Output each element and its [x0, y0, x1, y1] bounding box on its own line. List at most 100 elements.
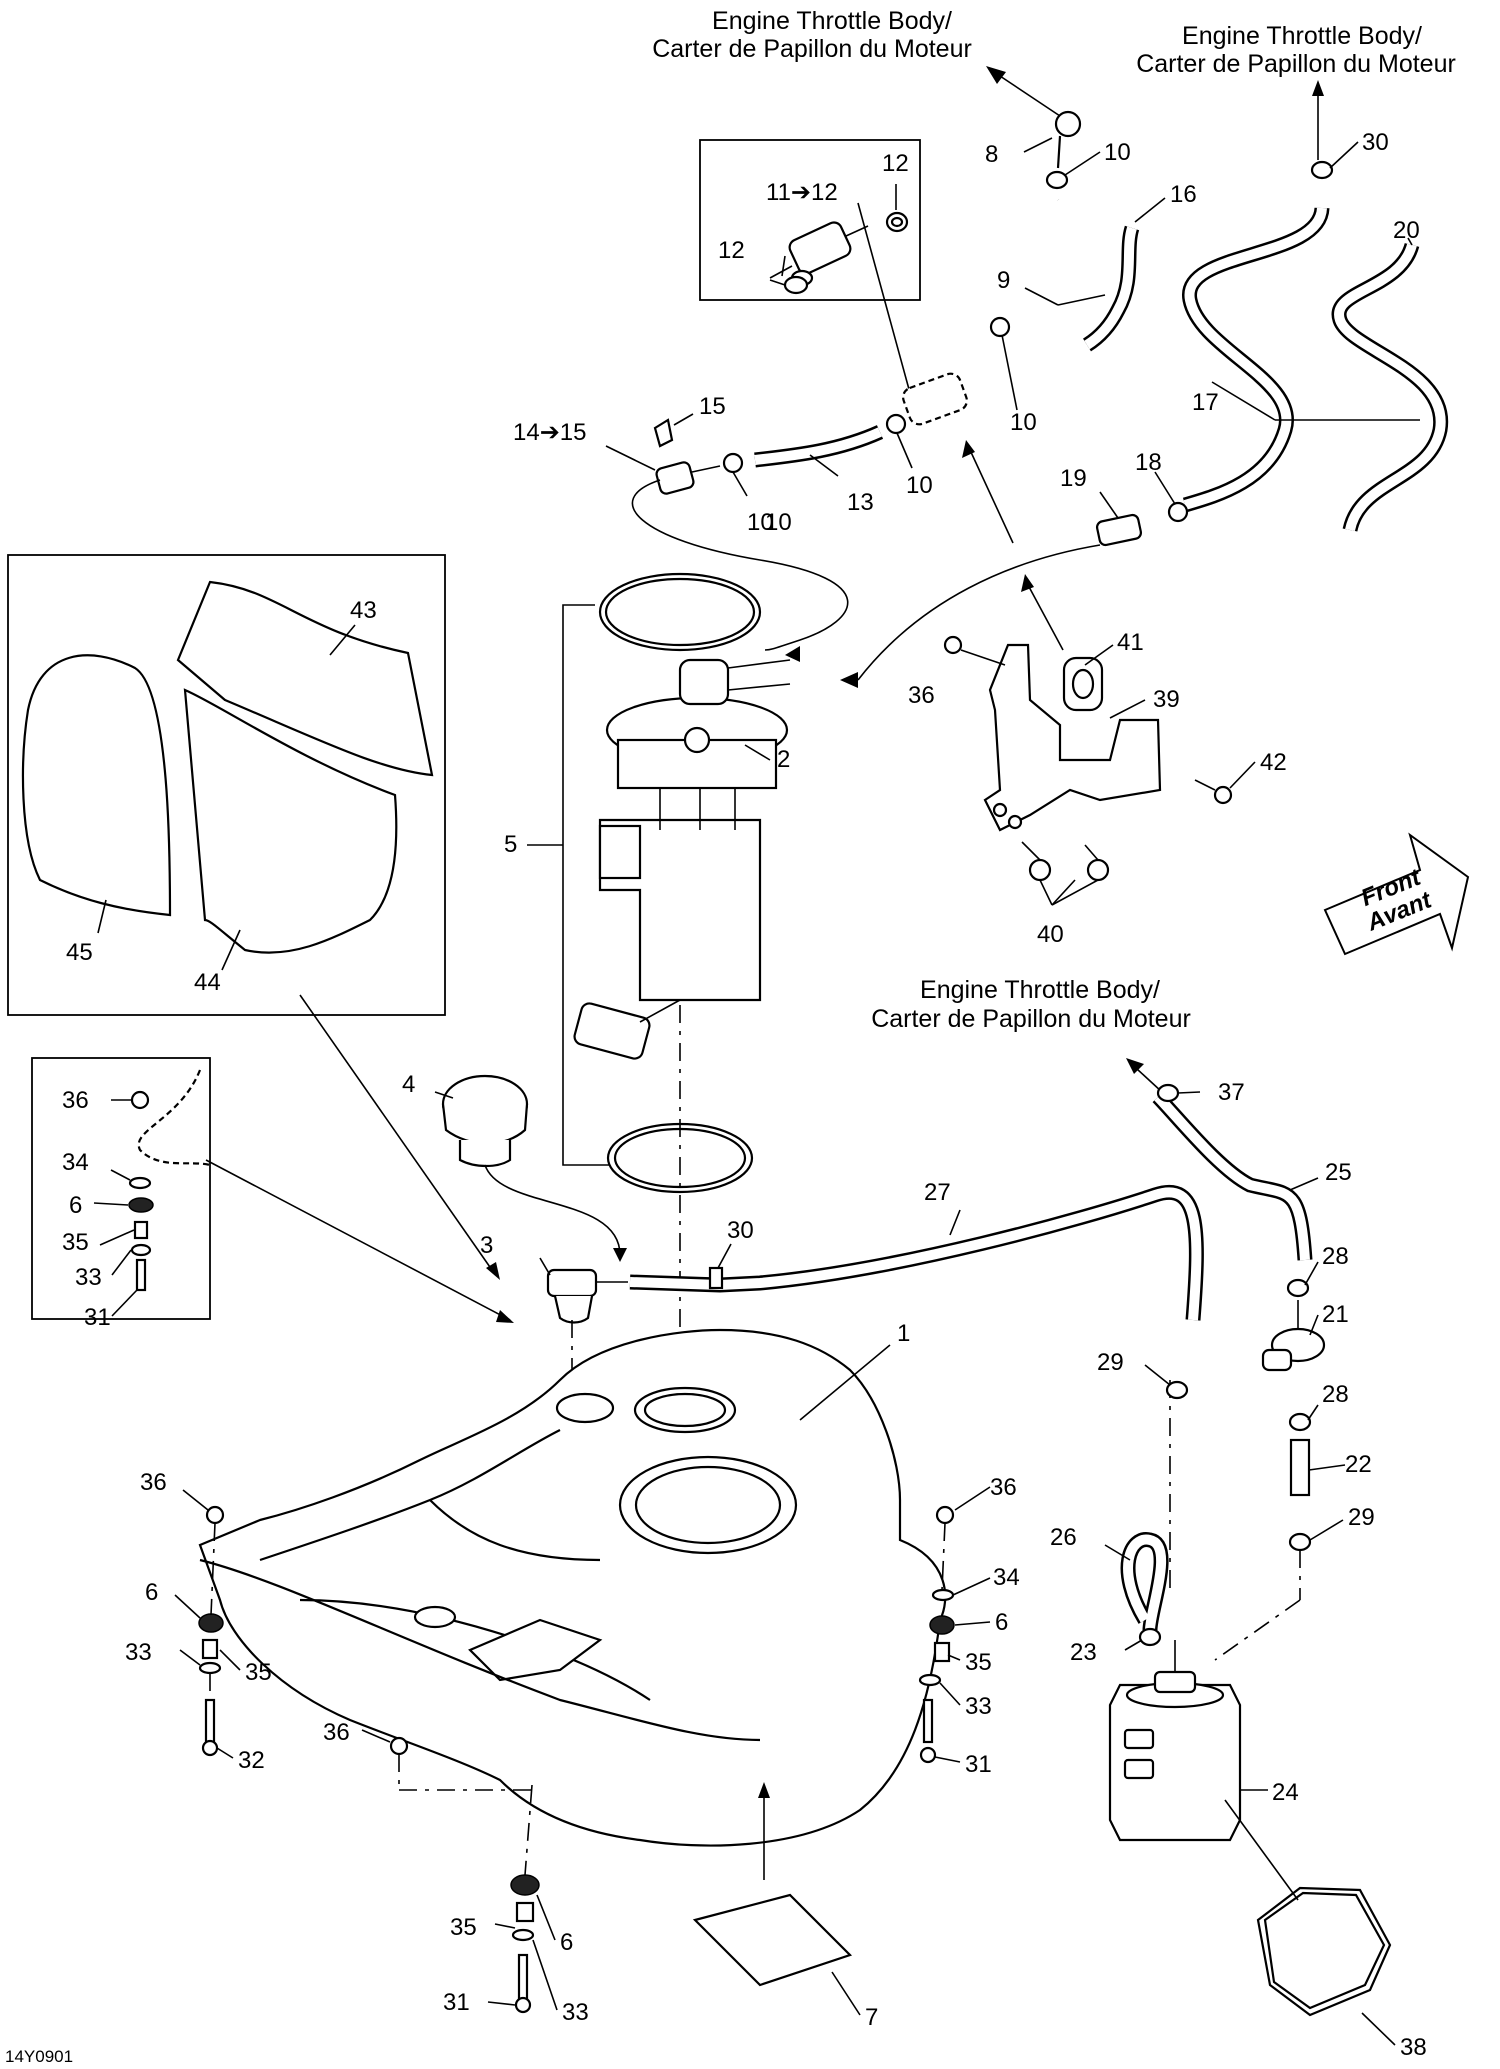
canister-gasket-38 — [1256, 1886, 1392, 2017]
callout-29: 29 — [1348, 1504, 1375, 1531]
grommet-6-right — [929, 1615, 955, 1635]
callout-15: 15 — [699, 393, 726, 420]
hose-clamp-30-mid — [708, 1266, 724, 1290]
fuel-pump-module — [573, 658, 791, 1060]
fuel-tank — [198, 1328, 947, 1847]
callout-38: 38 — [1400, 2034, 1427, 2061]
callout-24: 24 — [1272, 1779, 1299, 1806]
callout-34: 34 — [62, 1149, 89, 1176]
vent-hose-20 — [1334, 243, 1446, 532]
cap-routing-line — [484, 1164, 621, 1256]
callout-21: 21 — [1322, 1301, 1349, 1328]
callout-36: 36 — [140, 1469, 167, 1496]
callout-10: 10 — [747, 509, 774, 536]
callout-29: 29 — [1097, 1349, 1124, 1376]
quick-connector-19 — [1095, 513, 1143, 547]
destination-label-3-line1: Engine Throttle Body/ — [920, 976, 1160, 1004]
mounting-bracket-39 — [983, 643, 1162, 832]
hose-clamp-29-right — [1288, 1532, 1312, 1552]
hose-26 — [1120, 1532, 1169, 1631]
callout-41: 41 — [1117, 629, 1144, 656]
callout-36: 36 — [323, 1719, 350, 1746]
spacer-35-bottom — [515, 1901, 535, 1923]
fuel-hose-13 — [754, 427, 883, 465]
fuel-filter-installed — [902, 372, 968, 426]
bolt-31-bottom — [514, 1953, 532, 2014]
callout-36: 36 — [62, 1087, 89, 1114]
callout-25: 25 — [1325, 1159, 1352, 1186]
nut-36-bottom — [389, 1736, 409, 1756]
hose-clamp-29-left — [1165, 1380, 1189, 1400]
vent-hose-27 — [629, 1187, 1202, 1321]
bolt-40-b — [1084, 844, 1110, 882]
callout-12: 12 — [882, 150, 909, 177]
callout-35: 35 — [245, 1659, 272, 1686]
callout-12: 12 — [718, 237, 745, 264]
hose-clamp-23 — [1138, 1627, 1162, 1647]
callout-33: 33 — [562, 1999, 589, 2026]
callout-35: 35 — [450, 1914, 477, 1941]
destination-arrow-1 — [986, 66, 1064, 119]
callout-35: 35 — [62, 1229, 89, 1256]
callout-36: 36 — [908, 682, 935, 709]
callout-30: 30 — [1362, 129, 1389, 156]
callout-31: 31 — [443, 1989, 470, 2016]
callout-leaders — [93, 137, 1420, 2046]
mount-detail-inset-box — [31, 1057, 211, 1320]
callout-20: 20 — [1393, 217, 1420, 244]
callout-30: 30 — [727, 1217, 754, 1244]
bolt-32-left — [201, 1698, 219, 1757]
vent-hose-25 — [1154, 1093, 1310, 1261]
destination-label-1-line1: Engine Throttle Body/ — [712, 7, 952, 35]
drawing-code: 14Y0901 — [5, 2047, 73, 2066]
callout-6: 6 — [145, 1579, 158, 1606]
routing-line-14-to-pump — [631, 479, 849, 651]
hose-clamp-28-bottom — [1288, 1412, 1312, 1432]
callout-33: 33 — [965, 1693, 992, 1720]
fuel-filter — [769, 221, 869, 287]
filler-neck-3 — [546, 1268, 628, 1324]
callout-6: 6 — [995, 1609, 1008, 1636]
check-valve-21 — [1261, 1300, 1326, 1372]
callout-43: 43 — [350, 597, 377, 624]
callout-19: 19 — [1060, 465, 1087, 492]
quick-connector-14 — [655, 461, 721, 495]
callout-17: 17 — [1192, 389, 1219, 416]
callout-31: 31 — [965, 1751, 992, 1778]
destination-label-2-line2: Carter de Papillon du Moteur — [1136, 50, 1456, 78]
callout-22: 22 — [1345, 1451, 1372, 1478]
hose-clamp-28-top — [1286, 1278, 1310, 1298]
rubber-grommet-41 — [1062, 656, 1104, 712]
callout-7: 7 — [865, 2004, 878, 2031]
callout-44: 44 — [194, 969, 221, 996]
heat-shield-inset-box — [7, 554, 446, 1016]
washer-33-left — [198, 1661, 222, 1675]
hose-clamp-10-left — [722, 452, 744, 474]
callout-2: 2 — [777, 746, 790, 773]
callout-27: 27 — [924, 1179, 951, 1206]
heat-shield-43 — [176, 580, 434, 777]
heat-shield-44 — [183, 688, 398, 954]
callout-14-15: 14➔15 — [513, 419, 587, 446]
callout-40: 40 — [1037, 921, 1064, 948]
tank-heat-pad-7 — [692, 1893, 853, 1987]
callout-10: 10 — [1010, 409, 1037, 436]
callout-28: 28 — [1322, 1243, 1349, 1270]
bolt-31-right — [919, 1698, 937, 1764]
routing-line-lower-pump — [785, 646, 800, 662]
callout-10: 10 — [1104, 139, 1131, 166]
callout-37: 37 — [1218, 1079, 1245, 1106]
hose-clamp-10-top — [1045, 170, 1069, 190]
destination-arrow-3 — [1126, 1058, 1163, 1093]
callout-28: 28 — [1322, 1381, 1349, 1408]
washer-33-right — [918, 1673, 942, 1687]
callout-36: 36 — [990, 1474, 1017, 1501]
callout-33: 33 — [75, 1264, 102, 1291]
callout-8: 8 — [985, 141, 998, 168]
callout-42: 42 — [1260, 749, 1287, 776]
fuel-cap — [441, 1074, 529, 1168]
callout-39: 39 — [1153, 686, 1180, 713]
callout-35: 35 — [965, 1649, 992, 1676]
hose-clamp-12-b — [783, 275, 809, 295]
